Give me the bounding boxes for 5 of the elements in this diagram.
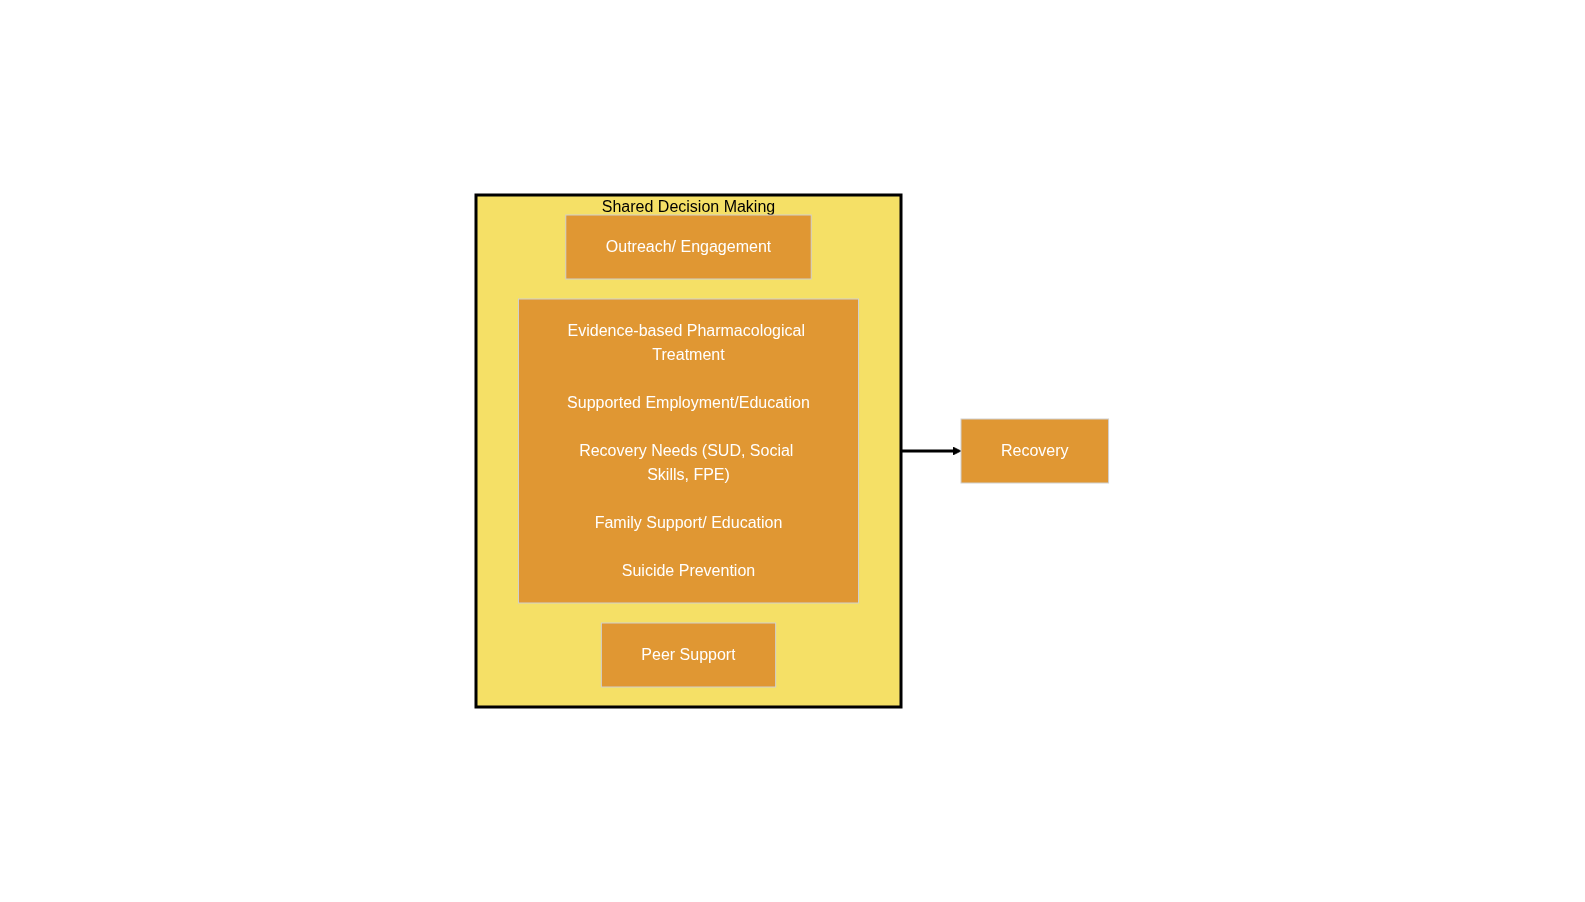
arrow [901,446,962,456]
node-box: Recovery [960,418,1110,484]
node-box: Peer Support [601,622,777,688]
node-box: Outreach/ Engagement [565,214,812,280]
node-box: Evidence-based Pharmacological Treatment Supported Employment/Education Recovery Needs (SUD, Social Skills, FPE) Family Support/ Education Suicide Prevention [518,298,860,604]
